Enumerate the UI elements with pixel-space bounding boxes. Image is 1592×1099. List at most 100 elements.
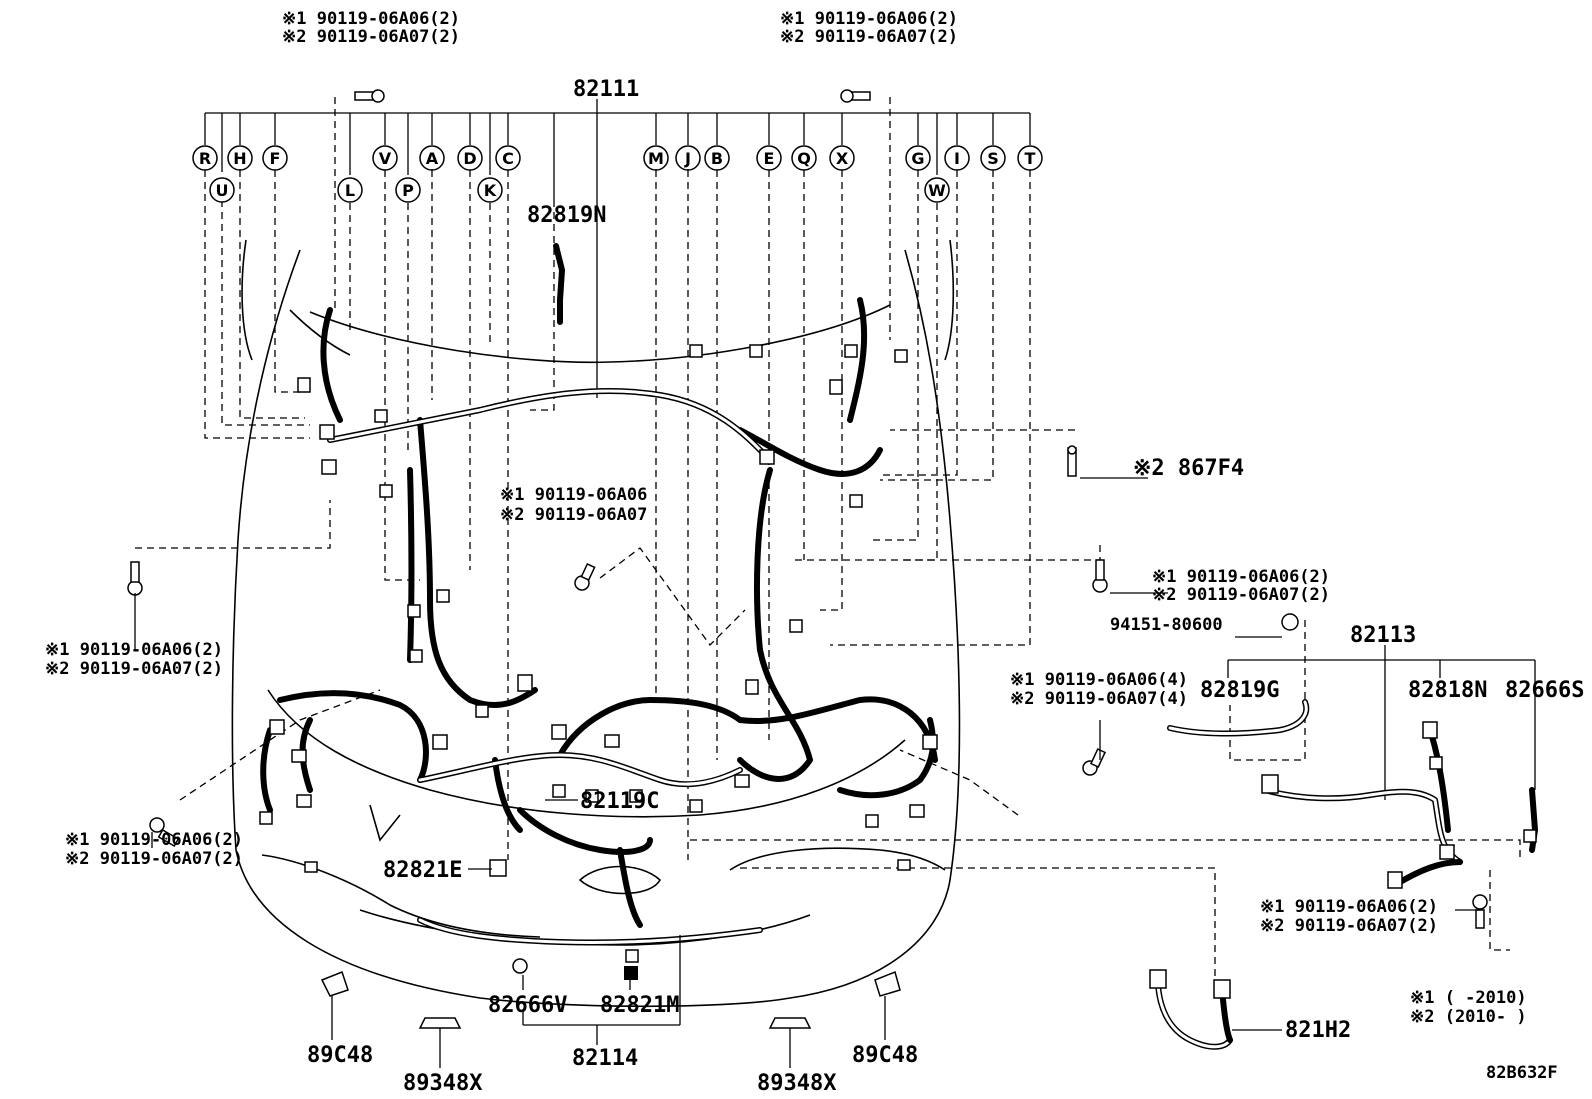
callout-letter: I	[954, 149, 960, 168]
diagram-id: 82B632F	[1486, 1063, 1558, 1083]
right-low-note-line1: ※1 90119-06A06(2)	[1260, 897, 1438, 917]
callout-circle	[419, 145, 445, 171]
left-low-note-line2: ※2 90119-06A07(2)	[65, 849, 243, 869]
callout-circle	[675, 145, 701, 171]
left-mid-note-line1: ※1 90119-06A06(2)	[45, 640, 223, 660]
part-label-82666S: 82666S	[1505, 678, 1584, 703]
part-label-82818N: 82818N	[1408, 678, 1487, 703]
callout-letter: D	[463, 149, 476, 168]
callout-letter: J	[684, 149, 691, 168]
callout-circle	[395, 177, 421, 203]
part-label-89348X-right: 89348X	[757, 1071, 836, 1096]
callout-k: K	[477, 177, 503, 203]
callout-d: D	[457, 145, 483, 171]
callout-circle	[372, 145, 398, 171]
part-label-82819G: 82819G	[1200, 678, 1279, 703]
bolt-icon-top-left	[354, 89, 385, 103]
part-label-82666V: 82666V	[488, 993, 567, 1018]
callout-p: P	[395, 177, 421, 203]
part-label-82119C: 82119C	[580, 789, 659, 814]
bolt-icon-left-mid	[127, 561, 143, 596]
bolt-icon-right-low	[1472, 894, 1488, 929]
right-mid4-note-line1: ※1 90119-06A06(4)	[1010, 670, 1188, 690]
harness-82113	[1167, 645, 1538, 889]
callout-v: V	[372, 145, 398, 171]
callout-letter: B	[711, 149, 723, 168]
center-note-line1: ※1 90119-06A06	[500, 485, 647, 505]
callout-letter: R	[199, 149, 211, 168]
part-label-82114: 82114	[572, 1046, 638, 1071]
left-mid-note: ※1 90119-06A06(2) ※2 90119-06A07(2)	[45, 640, 223, 679]
right-low-note: ※1 90119-06A06(2) ※2 90119-06A07(2)	[1260, 897, 1438, 936]
bolt-icon-right-mid4	[1082, 748, 1107, 776]
part-82819N-shape	[553, 243, 565, 325]
callout-r: R	[192, 145, 218, 171]
callout-m: M	[643, 145, 669, 171]
callout-letter: K	[484, 181, 497, 200]
clip-icons	[320, 935, 901, 1068]
callout-i: I	[944, 145, 970, 171]
left-low-note: ※1 90119-06A06(2) ※2 90119-06A07(2)	[65, 830, 243, 869]
top-left-note: ※1 90119-06A06(2) ※2 90119-06A07(2)	[282, 9, 460, 47]
right-mid4-note-line2: ※2 90119-06A07(4)	[1010, 689, 1188, 709]
part-label-94151-80600: 94151-80600	[1110, 615, 1223, 635]
right-mid-note: ※1 90119-06A06(2) ※2 90119-06A07(2)	[1152, 567, 1330, 605]
callout-circle	[209, 177, 235, 203]
callout-circle	[756, 145, 782, 171]
callout-circle	[227, 145, 253, 171]
callout-s: S	[980, 145, 1006, 171]
callout-letter: F	[270, 149, 281, 168]
callout-letter: E	[764, 149, 775, 168]
right-mid-note-line1: ※1 90119-06A06(2)	[1152, 567, 1330, 587]
legend: ※1 ( -2010) ※2 (2010- )	[1410, 988, 1527, 1027]
bolt-icon-left-low	[149, 817, 180, 847]
bolt-icons	[127, 89, 1488, 929]
part-label-89348X-left: 89348X	[403, 1071, 482, 1096]
callout-letter: Q	[797, 149, 811, 168]
center-note-line2: ※2 90119-06A07	[500, 505, 647, 525]
right-mid-note-line2: ※2 90119-06A07(2)	[1152, 585, 1330, 605]
callout-circle	[192, 145, 218, 171]
bolt-icon-center	[574, 562, 596, 591]
top-left-note-line1: ※1 90119-06A06(2)	[282, 9, 460, 29]
bolt-icon-right-mid	[1092, 559, 1108, 593]
callout-letter: X	[836, 149, 849, 168]
callout-b: B	[704, 145, 730, 171]
callout-t: T	[1017, 145, 1043, 171]
callout-circle	[905, 145, 931, 171]
part-label-821H2: 821H2	[1285, 1018, 1351, 1043]
main-harness-82111	[260, 297, 938, 946]
bolt-icon-867F4	[1067, 445, 1077, 477]
callout-letter: A	[426, 149, 439, 168]
harness-connectors	[259, 344, 938, 963]
callout-leader-lines	[204, 99, 1031, 398]
callout-a: A	[419, 145, 445, 171]
callout-h: H	[227, 145, 253, 171]
callout-f: F	[262, 145, 288, 171]
label-leaders	[134, 477, 1480, 911]
part-label-89C48-right: 89C48	[852, 1043, 918, 1068]
callout-j: J	[675, 145, 701, 171]
callout-w: W	[924, 177, 950, 203]
left-mid-note-line2: ※2 90119-06A07(2)	[45, 659, 223, 679]
dashed-leaders	[135, 97, 1521, 985]
top-left-note-line2: ※2 90119-06A07(2)	[282, 27, 460, 47]
top-right-note: ※1 90119-06A06(2) ※2 90119-06A07(2)	[780, 9, 958, 47]
part-label-82113: 82113	[1350, 623, 1416, 648]
right-low-note-line2: ※2 90119-06A07(2)	[1260, 916, 1438, 936]
callout-circle	[829, 145, 855, 171]
callout-circle	[791, 145, 817, 171]
right-mid4-note: ※1 90119-06A06(4) ※2 90119-06A07(4)	[1010, 670, 1188, 709]
callout-letter: S	[987, 149, 999, 168]
callout-letter: C	[502, 149, 514, 168]
part-label-82819N: 82819N	[527, 203, 606, 228]
callout-letter: G	[911, 149, 924, 168]
nut-icon-94151	[1281, 613, 1299, 631]
left-low-note-line1: ※1 90119-06A06(2)	[65, 830, 243, 850]
callout-circle	[1017, 145, 1043, 171]
callout-letter: L	[345, 181, 355, 200]
top-right-note-line1: ※1 90119-06A06(2)	[780, 9, 958, 29]
